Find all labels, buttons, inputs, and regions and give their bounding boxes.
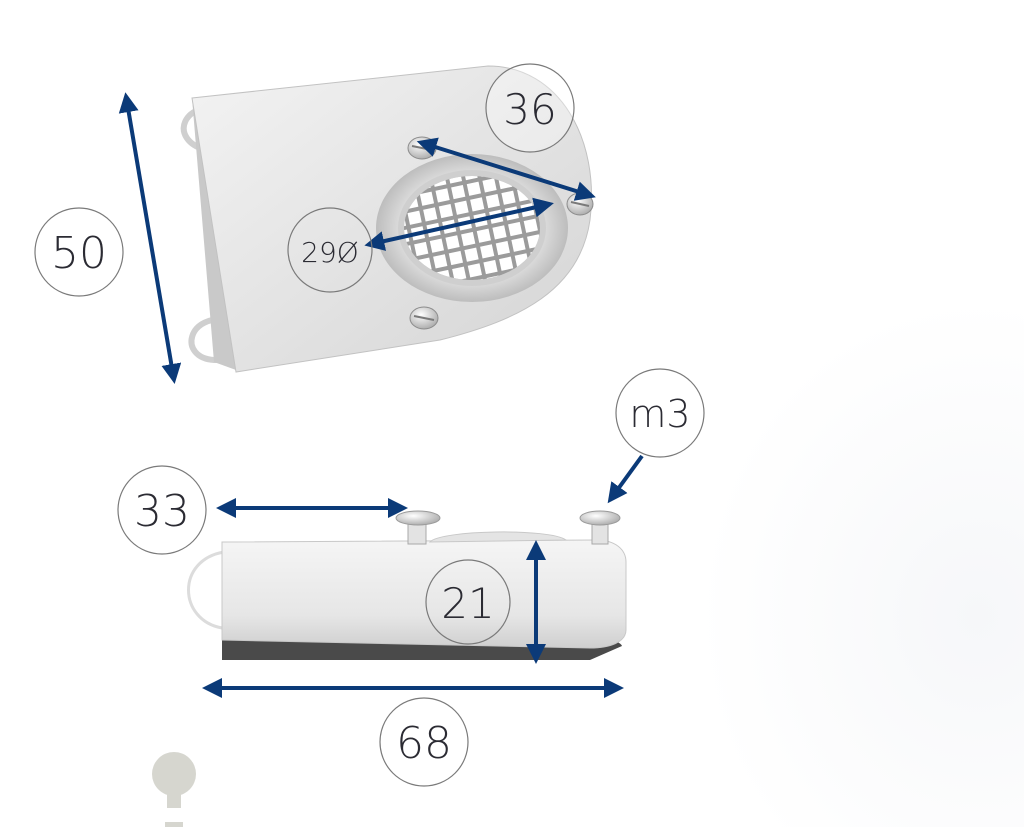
dimension-label-68: 68 <box>396 718 452 769</box>
dimension-callout-68: 68 <box>379 697 469 787</box>
wire-clip-icon <box>187 550 225 630</box>
height-dimension-arrow <box>118 92 182 384</box>
dimension-callout-50: 50 <box>34 207 124 297</box>
screw-head-icon <box>395 510 441 545</box>
housing-side-body <box>221 539 627 649</box>
dimension-label-29: 29Ø <box>301 236 359 269</box>
dimension-callout-m3: m3 <box>615 368 705 458</box>
dimension-callout-29: 29Ø <box>287 207 373 293</box>
screw-spacing-arrow <box>416 137 596 201</box>
background-shade <box>560 300 1024 827</box>
screw-head-icon <box>579 510 621 545</box>
pin-icon <box>152 752 196 827</box>
dimension-label-m3: m3 <box>629 392 690 436</box>
dimension-callout-33: 33 <box>117 465 207 555</box>
thread-callout-arrow <box>607 454 644 504</box>
dimension-callout-21: 21 <box>425 559 511 645</box>
dimension-callout-36: 36 <box>485 63 575 153</box>
dimension-label-33: 33 <box>134 486 190 537</box>
dimension-label-50: 50 <box>51 228 107 279</box>
screw-head-icon <box>409 306 439 330</box>
grille-top-bump <box>428 531 568 543</box>
dimension-label-36: 36 <box>503 85 556 134</box>
dimension-label-21: 21 <box>441 579 494 628</box>
grille-diameter-arrow <box>364 197 554 251</box>
